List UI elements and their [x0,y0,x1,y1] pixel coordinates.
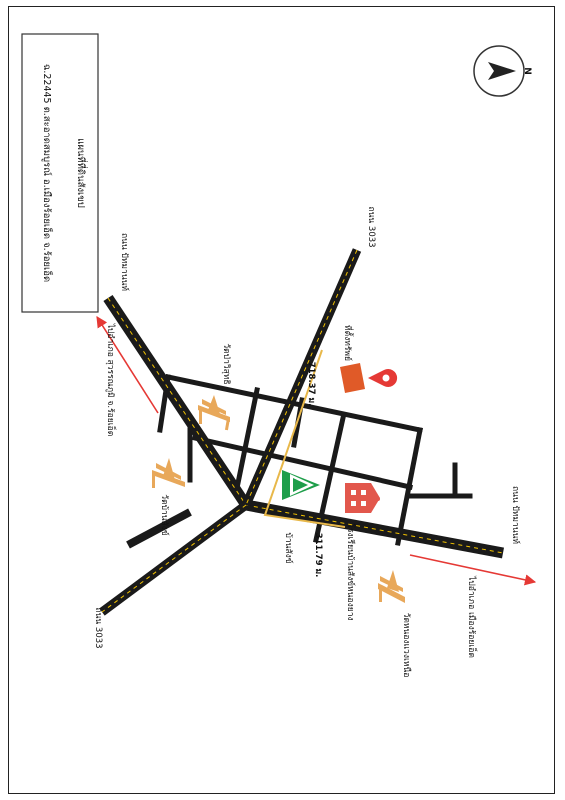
road-3033 [99,248,362,616]
arrow-to-suwannaphum [96,316,159,414]
title-box: แผนที่ที่ดินสังเขป ฉ.22445 ต.สะอาดสมบูรณ… [21,33,99,313]
village-icon [282,470,320,500]
route-line [263,349,346,528]
road-pimphanut-right-label: ถนน ปัทมานนท์ [510,486,521,544]
direction-arrows [96,316,537,586]
distance-2-label: 311.79 ม. [313,533,323,578]
road-pimphanut [103,294,505,559]
labels: ถนน 3033 ถนน 3033 ถนน ปัทมานนท์ ถนน ปัทม… [93,206,521,677]
to-mueang-label: ไปอำเภอ เมืองร้อยเอ็ด [466,575,478,658]
site-label: ที่ตั้งทรัพย์ [342,325,354,361]
road-pimphanut-top-label: ถนน ปัทมานนท์ [119,233,130,291]
north-arrow: N [473,45,532,97]
map-frame [8,6,555,794]
road-3033-bottom-label: ถนน 3033 [93,607,103,648]
arrow-to-mueang [409,554,537,586]
wat-top-label: วัดป่าวิสุทธิ [221,343,231,384]
main-roads [99,248,505,616]
wat-right-label: วัดหนองแวงเหนือ [401,613,412,678]
title-line1: แผนที่ที่ดินสังเขป [75,138,88,208]
school-icon [345,483,380,513]
site-marker [340,363,398,393]
to-suwannaphum-label: ไปอำเภอ สุวรรณภูมิ จ.ร้อยเอ็ด [105,323,117,437]
temple-icon [378,570,405,603]
location-pin-icon [368,369,398,388]
village-label: บ้านสังข์ [283,532,294,563]
school-label: โรงเรียนบ้านสังข์หนองยาง [345,523,356,620]
temple-icon [152,458,185,488]
temple-icon [198,395,231,431]
distance-1-label: 718.37 ม. [306,362,316,407]
compass-letter: N [522,67,532,75]
title-line2: ฉ.22445 ต.สะอาดสมบูรณ์ อ.เมืองร้อยเอ็ด จ… [41,64,54,282]
north-arrow-icon [488,62,516,80]
road-3033-top-label: ถนน 3033 [366,206,376,247]
wat-mid-label: วัดบ้านสังข์ [159,494,170,536]
